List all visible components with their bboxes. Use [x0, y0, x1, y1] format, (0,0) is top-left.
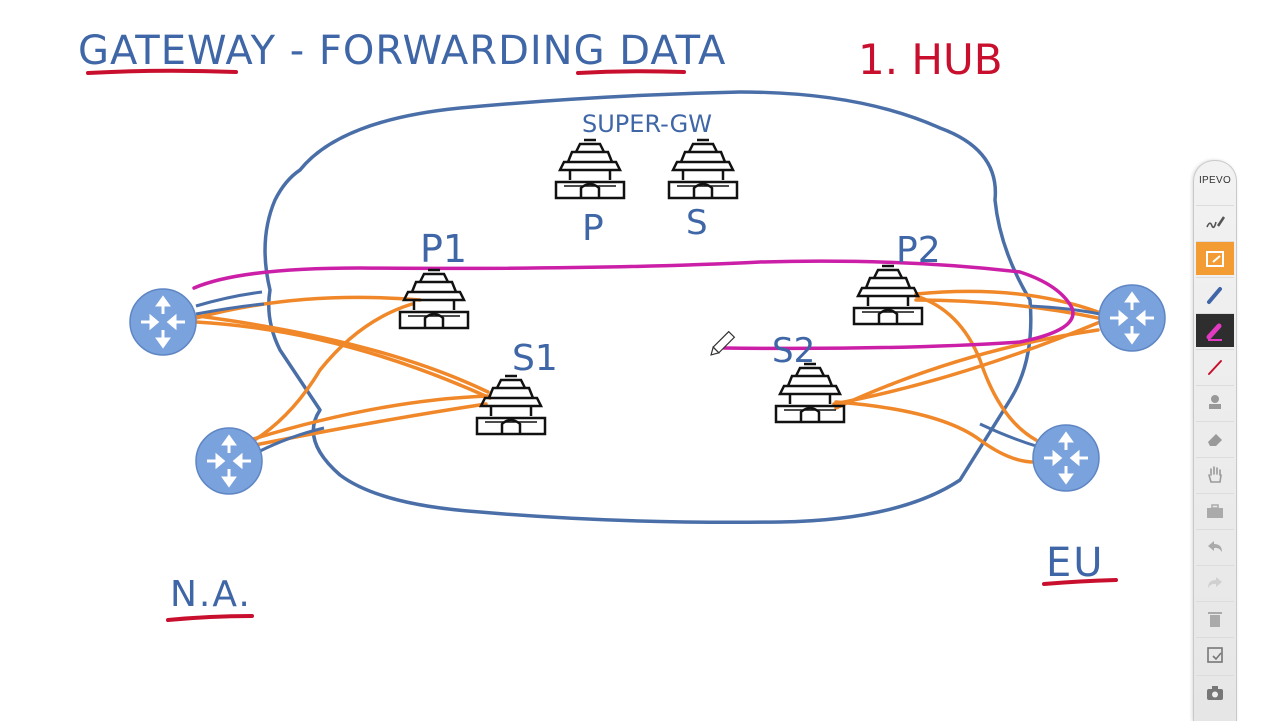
stamp-icon — [1209, 394, 1221, 409]
toolbar-brand: IPEVO — [1198, 175, 1232, 186]
router-stubs-left — [195, 290, 325, 454]
super-gw-label: SUPER-GW — [582, 110, 712, 138]
magenta-path — [192, 259, 1075, 351]
trash-icon — [1208, 611, 1222, 627]
capture-button[interactable] — [1196, 637, 1234, 671]
super-gw-primary-label: P — [582, 208, 604, 249]
hand-tool-button[interactable] — [1196, 457, 1234, 491]
links-left — [194, 295, 492, 448]
eraser-icon — [1208, 433, 1222, 446]
region-na-label: N.A. — [170, 574, 252, 615]
blue-pen-icon — [1207, 286, 1222, 304]
magenta-pen-icon — [1206, 323, 1222, 341]
links-right — [832, 289, 1102, 464]
redo-button[interactable] — [1196, 565, 1234, 599]
router-eu-2-icon — [1031, 423, 1101, 493]
magenta-pen-button[interactable] — [1196, 313, 1234, 347]
red-pen-button[interactable] — [1196, 349, 1234, 383]
hand-icon — [1208, 465, 1222, 483]
redo-icon — [1208, 576, 1222, 588]
sketch-tool-button[interactable] — [1196, 205, 1234, 239]
pen-cursor-icon — [710, 330, 736, 356]
blue-pen-button[interactable] — [1196, 277, 1234, 311]
whiteboard-tool-button[interactable] — [1196, 241, 1234, 275]
router-eu-1-icon — [1097, 283, 1167, 353]
gateway-p1-icon — [398, 268, 470, 330]
toolbox-button[interactable] — [1196, 493, 1234, 527]
region-na-underline — [166, 614, 254, 622]
hub-cloud — [263, 90, 1033, 525]
super-gw-secondary-label: S — [686, 203, 708, 243]
gateway-s1-label: S1 — [512, 338, 558, 379]
super-gw-secondary-icon — [667, 138, 739, 200]
diagram-title: GATEWAY - FORWARDING DATA — [78, 28, 726, 74]
sketch-icon — [1206, 215, 1226, 228]
region-eu-label: EU — [1046, 540, 1105, 586]
hub-label: 1. HUB — [858, 35, 1003, 84]
whiteboard-icon — [1206, 250, 1224, 267]
undo-icon — [1208, 540, 1222, 552]
camera-icon — [1207, 685, 1223, 700]
gateway-s1-icon — [475, 374, 547, 436]
super-gw-primary-icon — [554, 138, 626, 200]
title-underline-gateway — [86, 68, 238, 75]
router-stubs-right — [979, 304, 1101, 448]
annotation-toolbar: IPEVO — [1193, 160, 1237, 721]
router-na-2-icon — [194, 426, 264, 496]
red-pen-icon — [1208, 359, 1222, 375]
gateway-p2-icon — [852, 264, 924, 326]
region-eu-underline — [1042, 578, 1118, 586]
stamp-tool-button[interactable] — [1196, 385, 1234, 419]
title-underline-data — [576, 69, 686, 75]
camera-button[interactable] — [1196, 675, 1234, 709]
router-na-1-icon — [128, 287, 198, 357]
eraser-tool-button[interactable] — [1196, 421, 1234, 455]
trash-button[interactable] — [1196, 601, 1234, 635]
gateway-p2-label: P2 — [896, 230, 941, 271]
capture-icon — [1207, 646, 1223, 663]
gateway-p1-label: P1 — [420, 227, 467, 271]
toolbox-icon — [1207, 503, 1223, 518]
gateway-s2-icon — [774, 362, 846, 424]
undo-button[interactable] — [1196, 529, 1234, 563]
